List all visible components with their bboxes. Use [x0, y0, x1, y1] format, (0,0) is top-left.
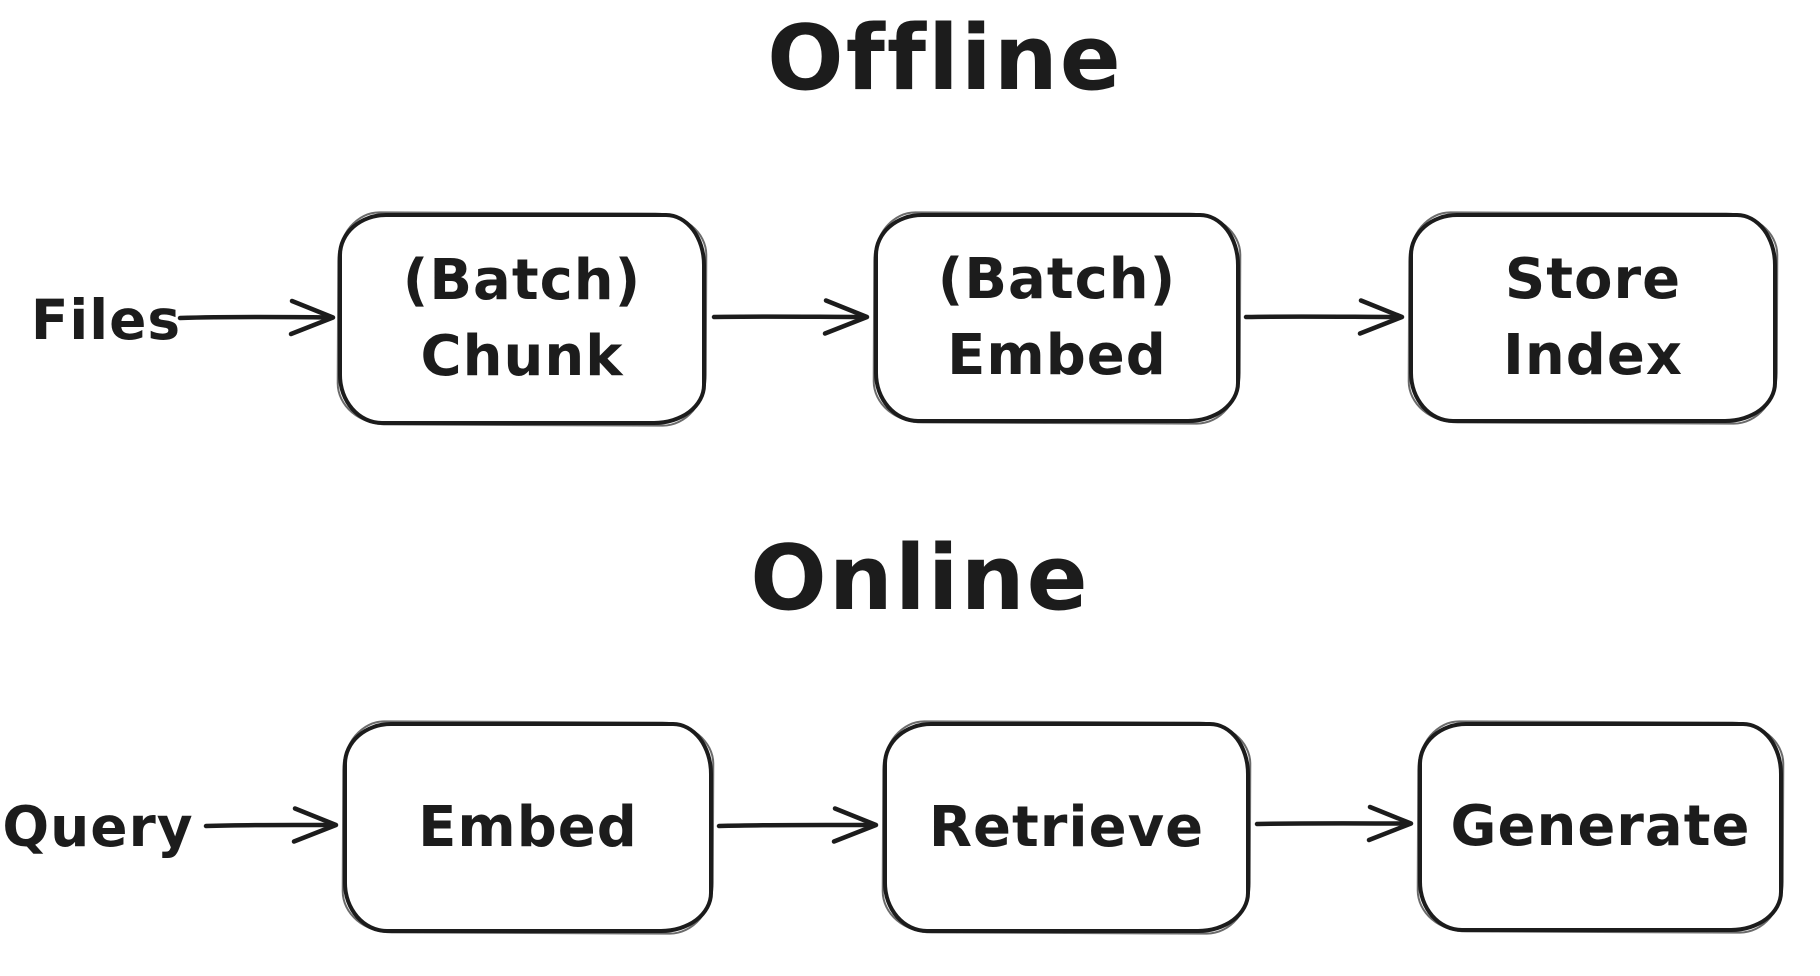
node-label-line: Index [1503, 323, 1683, 388]
node-retrieve: Retrieve [883, 722, 1250, 933]
node-label-line: Generate [1450, 794, 1751, 859]
query-input-label: Query [2, 795, 194, 859]
files-input-label: Files [30, 288, 182, 352]
arrow-chunk-to-embed [711, 298, 870, 336]
node-label-line: Chunk [420, 324, 624, 389]
arrow-query-to-embed [203, 806, 339, 844]
node-batch-chunk: (Batch) Chunk [338, 213, 706, 425]
node-label-line: (Batch) [937, 247, 1177, 312]
arrow-retrieve-to-generate [1254, 804, 1414, 843]
online-section-title: Online [750, 526, 1090, 631]
node-generate: Generate [1418, 722, 1783, 932]
arrow-embed-to-retrieve [716, 806, 879, 844]
node-label-line: Retrieve [928, 794, 1205, 860]
node-label-line: (Batch) [402, 248, 642, 313]
node-batch-embed: (Batch) Embed [874, 213, 1240, 423]
node-embed: Embed [343, 722, 713, 933]
node-label-line: Embed [947, 323, 1167, 388]
arrow-files-to-chunk [177, 298, 336, 337]
node-label-line: Embed [418, 794, 638, 860]
node-store-index: Store Index [1409, 213, 1777, 423]
offline-section-title: Offline [767, 6, 1123, 111]
arrow-embed-to-store [1243, 298, 1405, 336]
node-label-line: Store [1504, 247, 1682, 312]
